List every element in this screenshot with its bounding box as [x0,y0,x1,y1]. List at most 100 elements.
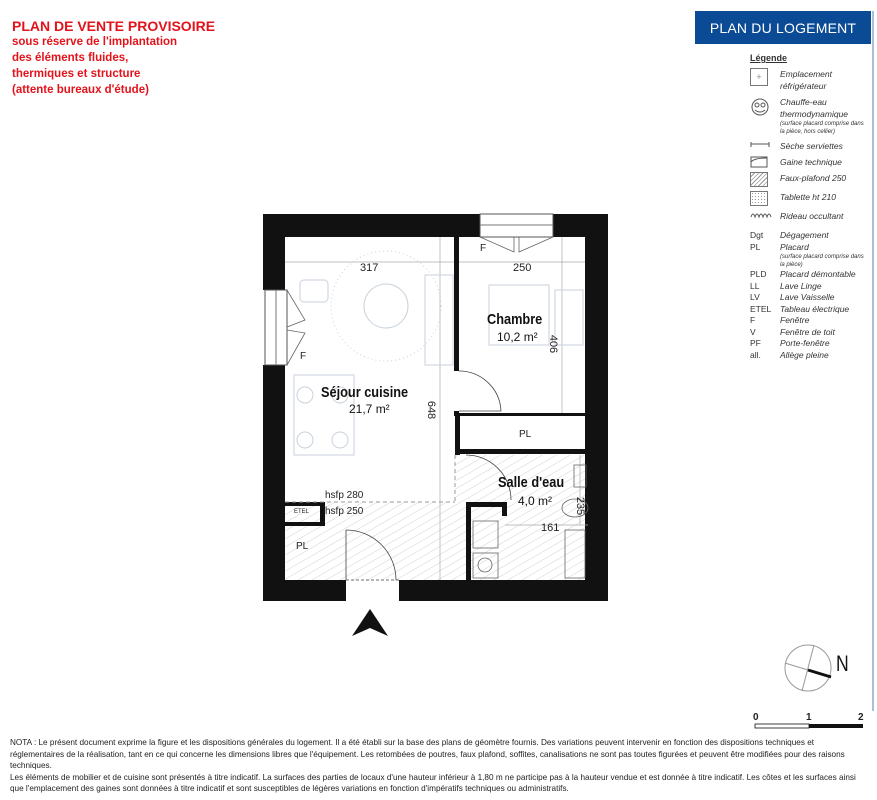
legend-label: Faux-plafond 250 [780,173,847,183]
disclaimer-paragraph: NOTA : Le présent document exprime la fi… [10,738,845,770]
room-area-salle-deau: 4,0 m² [518,494,553,508]
compass-north-label: N [836,651,849,676]
false-ceiling-zone [285,502,455,581]
legend: Légende + Emplacement réfrigérateur Chau… [750,53,868,361]
abbreviation-item: ETEL Tableau électrique [750,304,868,316]
warning-line: sous réserve de l'implantation [12,36,178,48]
scale-tick: 2 [858,712,864,723]
legend-label: Sèche serviettes [780,141,843,151]
abbreviation-label: Lave Vaisselle [780,292,835,304]
abbreviation-item: all. Allège pleine [750,350,868,362]
legend-label: Rideau occultant [780,211,844,221]
abbreviation-text: Porte-fenêtre [780,338,830,348]
abbreviation-label: Fenêtre de toit [780,327,835,339]
legend-item: + Emplacement réfrigérateur [750,68,868,92]
technical-duct-icon [750,156,768,168]
scale-tick: 0 [753,712,759,723]
dimension-label: 648 [425,400,438,420]
abbreviation-item: F Fenêtre [750,315,868,327]
false-ceiling-zone [455,455,590,581]
abbreviation-code: all. [750,349,761,360]
closet-label: PL [519,429,532,440]
abbreviation-item: LV Lave Vaisselle [750,292,868,304]
walls [263,214,608,601]
abbreviation-label: Lave Linge [780,281,822,293]
abbreviation-text: Lave Linge [780,280,822,291]
abbreviation-text: Placard démontable [780,269,856,279]
room-area-chambre: 10,2 m² [497,330,538,344]
bathroom-fixtures [472,464,589,579]
legend-label: Tablette ht 210 [780,192,836,202]
scale-bar [754,723,863,729]
abbreviation-note: (surface placard comprise dans la pièce) [780,254,864,268]
water-heater-icon [751,98,769,116]
warning-title: PLAN DE VENTE PROVISOIRE [12,18,216,34]
scale-tick: 1 [806,712,812,723]
abbreviation-label: Placard(surface placard comprise dans la… [780,242,868,270]
provisional-plan-warning: PLAN DE VENTE PROVISOIRE sous réserve de… [12,18,215,98]
window-label: F [300,351,307,362]
room-area-sejour: 21,7 m² [349,402,390,416]
hsfp-label: hsfp 250 [325,506,364,517]
abbreviation-text: Fenêtre [780,315,810,325]
hsfp-label: hsfp 280 [325,490,364,501]
abbreviation-code: PF [750,338,761,348]
abbreviation-label: Dégagement [780,230,829,242]
dimension-label: 406 [547,334,560,354]
legend-item: Sèche serviettes [750,140,868,152]
abbreviation-code: ETEL [750,303,772,314]
legend-item: Chauffe-eau thermodynamique(surface plac… [750,96,868,136]
disclaimer: NOTA : Le présent document exprime la fi… [10,737,865,795]
doors [345,370,512,581]
false-ceiling-icon [750,172,768,187]
abbreviation-item: PL Placard(surface placard comprise dans … [750,242,868,270]
abbreviation-label: Allège pleine [780,350,829,362]
shelf-icon [750,191,768,206]
towel-dryer-icon [750,142,770,147]
abbreviation-item: PLD Placard démontable [750,269,868,281]
compass-icon [784,644,832,692]
dimension-label: 235 [574,496,587,516]
abbreviation-label: Fenêtre [780,315,809,327]
warning-line: (attente bureaux d'étude) [12,84,149,96]
legend-label: Emplacement réfrigérateur [780,69,832,91]
window-label: F [480,243,487,254]
abbreviation-code: F [750,315,756,325]
abbreviation-text: Dégagement [780,230,829,240]
legend-title: Légende [750,53,788,63]
abbreviation-text: Tableau électrique [780,303,850,314]
legend-label: Gaine technique [780,157,842,167]
divider [872,11,874,711]
room-name-salle-deau: Salle d'eau [498,474,565,491]
page-header: PLAN DU LOGEMENT [695,11,871,44]
warning-line: thermiques et structure [12,68,141,80]
dimension-label: 250 [513,262,532,274]
abbreviation-code: PLD [750,269,767,279]
warning-line: des éléments fluides, [12,52,129,64]
abbreviation-label: Porte-fenêtre [780,338,830,350]
abbreviation-text: Lave Vaisselle [780,292,835,302]
fridge-location-icon: + [750,68,768,86]
abbreviation-item: V Fenêtre de toit [750,327,868,339]
abbreviation-code: LV [750,292,760,302]
abbreviation-label: Tableau électrique [780,304,849,316]
abbreviation-text: Allège pleine [780,349,829,360]
closet-label: PL [296,541,309,552]
legend-item: Tablette ht 210 [750,191,868,206]
room-name-sejour: Séjour cuisine [321,384,409,401]
legend-item: Rideau occultant [750,210,868,222]
abbreviation-code: V [750,326,756,337]
legend-label: Chauffe-eau thermodynamique [780,97,849,119]
disclaimer-paragraph: Les éléments de mobilier et de cuisine s… [10,772,856,794]
entry-arrow-icon [352,609,388,636]
blackout-curtain-icon [750,213,772,219]
legend-item: Faux-plafond 250 [750,172,868,187]
abbreviation-label: Placard démontable [780,269,856,281]
abbreviation-text: Fenêtre de toit [780,326,835,337]
furniture [293,250,584,456]
abbreviation-code: PL [750,241,761,252]
